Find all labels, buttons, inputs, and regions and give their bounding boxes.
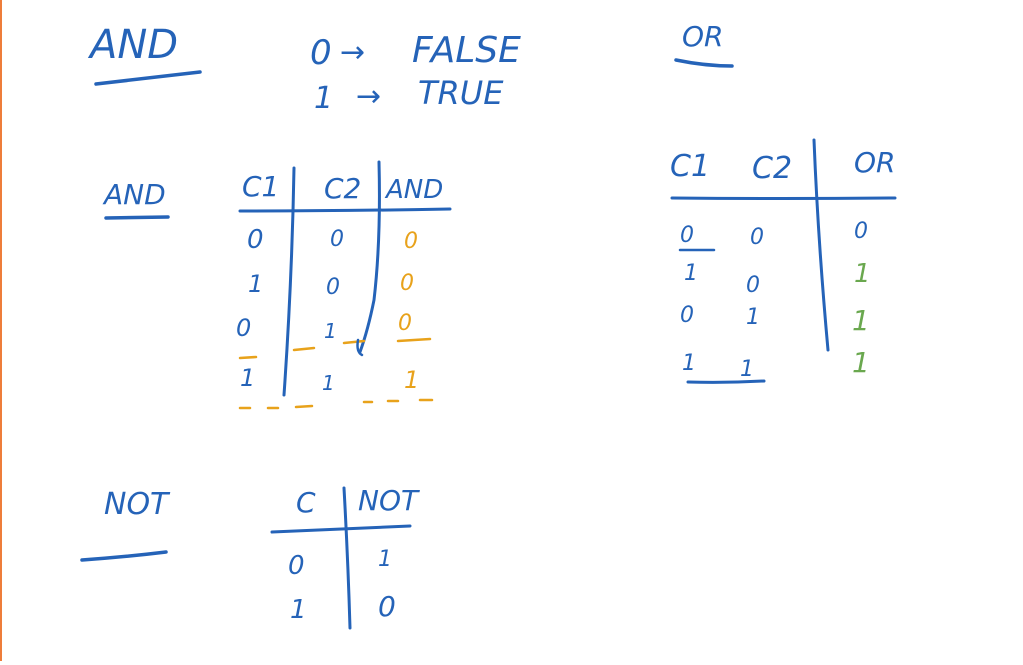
and-section-label: AND [102,178,166,211]
and-section: AND C1 C2 AND 0 0 0 1 0 0 0 1 0 1 1 1 [102,160,452,410]
legend-meaning-false: FALSE [412,30,521,71]
and-bottom-dashes [238,398,434,410]
not-row2-result: 0 [378,590,396,623]
or-column-divider [812,138,830,352]
or-row2-c2: 0 [746,273,760,298]
and-title: AND [87,22,178,68]
and-row-separator-orange-2 [292,337,432,352]
not-header-not: NOT [358,484,420,517]
not-column-divider [342,486,352,630]
or-row4-result: 1 [852,346,870,379]
and-row1-result: 0 [404,229,418,254]
legend-arrow-1: → [356,79,381,114]
and-row3-result: 0 [398,311,412,336]
and-header-c2: C2 [324,172,361,205]
or-row4-c1: 1 [682,351,696,376]
not-header-c: C [296,486,316,519]
or-row1-c2: 0 [750,225,764,250]
not-row1-result: 1 [378,547,392,572]
and-header-c1: C1 [242,170,279,203]
or-bottom-rule [686,379,766,384]
and-column-divider-2 [358,160,381,354]
and-row3-c1: 0 [236,314,251,342]
not-section-underline [80,550,168,562]
legend-arrow-0: → [340,35,365,70]
legend-symbol-0: 0 [310,33,332,73]
not-row2-c: 1 [290,595,307,625]
and-row1-c2: 0 [330,227,344,252]
legend-meaning-true: TRUE [418,74,504,112]
not-section: NOT C NOT 0 1 1 0 [80,484,420,630]
or-title-block: OR [674,20,734,68]
and-row2-result: 0 [400,271,414,296]
and-truth-table: C1 C2 AND 0 0 0 1 0 0 0 1 0 1 1 1 [236,160,452,410]
or-header-or: OR [854,146,896,179]
or-row1-c1: 0 [680,223,694,248]
and-stray-stroke [356,338,364,357]
or-row3-c1: 0 [680,303,694,328]
and-row2-c1: 1 [248,270,263,298]
page-edge-line [0,0,2,661]
or-header-c1: C1 [670,149,710,184]
and-row-separator-orange [238,355,258,360]
or-row2-c1: 1 [684,261,698,286]
or-title: OR [682,20,724,53]
not-truth-table: C NOT 0 1 1 0 [270,484,420,630]
not-header-rule [270,524,412,534]
not-section-label: NOT [104,487,171,522]
and-section-underline [104,215,170,220]
or-title-underline [674,58,734,68]
or-truth-table: C1 C2 OR 0 0 0 1 0 1 0 1 1 1 1 1 [670,138,897,384]
and-row4-c2: 1 [322,371,335,395]
and-row3-c2: 1 [324,319,337,343]
and-header-rule [238,207,452,213]
or-row4-c2: 1 [740,357,754,382]
legend-symbol-1: 1 [314,81,333,116]
and-header-and: AND [384,175,443,205]
and-title-block: AND [87,22,202,86]
and-column-divider-1 [282,166,296,397]
or-row3-result: 1 [852,304,870,337]
or-header-rule [670,196,897,200]
or-row2-result: 1 [854,259,871,289]
or-row3-c2: 1 [746,305,760,330]
and-title-underline [94,70,202,86]
not-row1-c: 0 [288,551,305,581]
and-row2-c2: 0 [326,275,340,300]
and-row4-c1: 1 [240,364,255,392]
or-header-c2: C2 [752,151,792,186]
and-row1-c1: 0 [247,225,264,255]
truth-legend: 0 → FALSE 1 → TRUE [310,30,521,116]
or-row1-result: 0 [854,219,868,244]
and-row4-result: 1 [404,366,419,394]
